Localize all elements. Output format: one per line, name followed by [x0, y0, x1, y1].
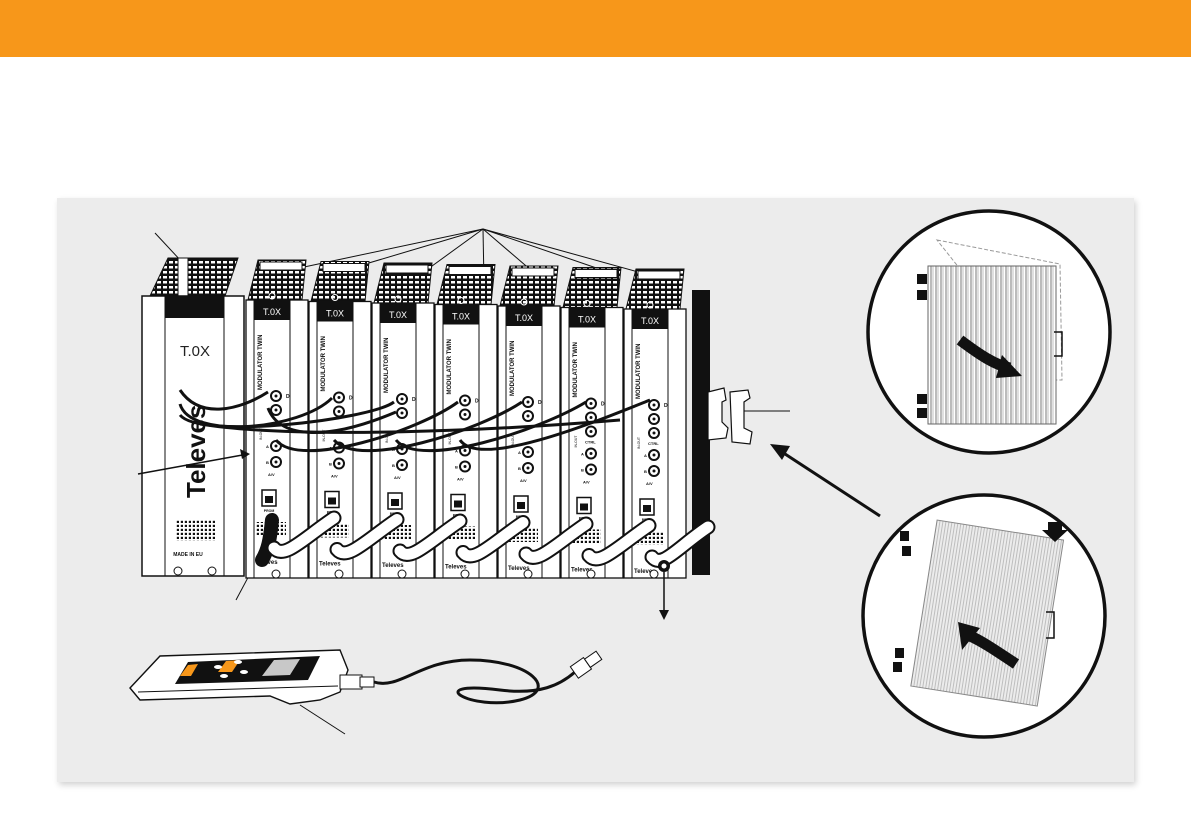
a-label: A [581, 452, 584, 457]
module-brand-label: Televes [508, 566, 530, 572]
press-down-arrow [1042, 522, 1068, 542]
module-top-label: T.0X [326, 309, 344, 319]
module-name-label: MODULATOR TWIN [510, 341, 516, 396]
port-d-label: D [475, 399, 479, 405]
module-brand-label: Televes [319, 562, 341, 568]
module-brand-label: Televes [571, 568, 593, 574]
bridge-connector [331, 514, 403, 559]
b-label: B [455, 465, 458, 470]
port-d-label: D [664, 403, 668, 409]
module-name-label: MODULATOR TWIN [573, 342, 579, 397]
port-d-label: D [601, 402, 605, 408]
bridge-connector [394, 515, 466, 560]
a-label: A [266, 444, 269, 449]
side-label: IN-OUT [637, 436, 641, 449]
leader-lines [154, 228, 790, 735]
side-label: IN-OUT [574, 435, 578, 448]
ctrl-label: CTRL [585, 440, 596, 445]
port-d-label: D [538, 400, 542, 406]
side-label: IN-OUT [448, 432, 452, 445]
ctrl-label: CTRL [648, 441, 659, 446]
b-label: B [644, 469, 647, 474]
port-d-label: D [412, 397, 416, 403]
av-label: A/V [268, 472, 275, 477]
rack-back-rail [692, 290, 710, 575]
rf-output-arrow [658, 560, 670, 620]
programmer-screen [262, 659, 300, 676]
side-label: IN-OUT [259, 427, 263, 440]
header-bar [0, 0, 1191, 57]
rotate-counterclockwise-arrow [967, 630, 1020, 669]
side-label: IN-OUT [322, 429, 326, 442]
module-name-label: MODULATOR TWIN [636, 344, 642, 399]
psu-brand-label: T.0X [180, 343, 210, 360]
module-name-label: MODULATOR TWIN [447, 339, 453, 394]
module-top-label: T.0X [578, 315, 596, 325]
handheld-programmer [129, 649, 603, 705]
inset-release-step [866, 209, 1112, 455]
module-brand-label: Televes [445, 565, 467, 571]
a-label: A [455, 449, 458, 454]
module-top-label: T.0X [641, 316, 659, 326]
psu-origin-label: MADE IN EU [173, 552, 203, 558]
power-supply-unit: T.0X Televes MADE IN EU [141, 257, 245, 577]
module-top-label: T.0X [389, 310, 407, 320]
b-label: B [392, 463, 395, 468]
av-label: A/V [646, 481, 653, 486]
av-label: A/V [520, 478, 527, 483]
a-label: A [518, 450, 521, 455]
side-label: IN-OUT [511, 433, 515, 446]
b-label: B [518, 466, 521, 471]
prom-label: PROM [264, 509, 275, 513]
input-arrow [137, 449, 250, 475]
module-top-label: T.0X [452, 312, 470, 322]
port-d-label: D [286, 394, 290, 400]
port-d-label: D [349, 396, 353, 402]
bridge-connector [583, 520, 655, 565]
module-name-label: MODULATOR TWIN [384, 338, 390, 393]
bridge-connector [646, 521, 714, 566]
module-name-label: MODULATOR TWIN [321, 336, 327, 391]
b-label: B [329, 462, 332, 467]
module-brand-label: Televes [382, 563, 404, 569]
module-top-label: T.0X [515, 313, 533, 323]
b-label: B [266, 460, 269, 465]
bridge-connector [268, 512, 340, 557]
module-top-label: T.0X [263, 307, 281, 317]
av-label: A/V [331, 474, 338, 479]
inset-attach-step [861, 493, 1107, 739]
bridge-connector [457, 517, 529, 562]
coax-cables [178, 389, 651, 453]
bridge-connector [520, 518, 592, 563]
av-label: A/V [583, 480, 590, 485]
inset-pointer-arrow [770, 444, 881, 518]
module-brand-label: Televes [634, 569, 656, 575]
bridge-connectors [255, 510, 716, 568]
din-rail-clip [707, 387, 753, 445]
b-label: B [581, 468, 584, 473]
a-label: A [644, 453, 647, 458]
av-label: A/V [394, 475, 401, 480]
av-label: A/V [457, 477, 464, 482]
module-name-label: MODULATOR TWIN [258, 335, 264, 390]
